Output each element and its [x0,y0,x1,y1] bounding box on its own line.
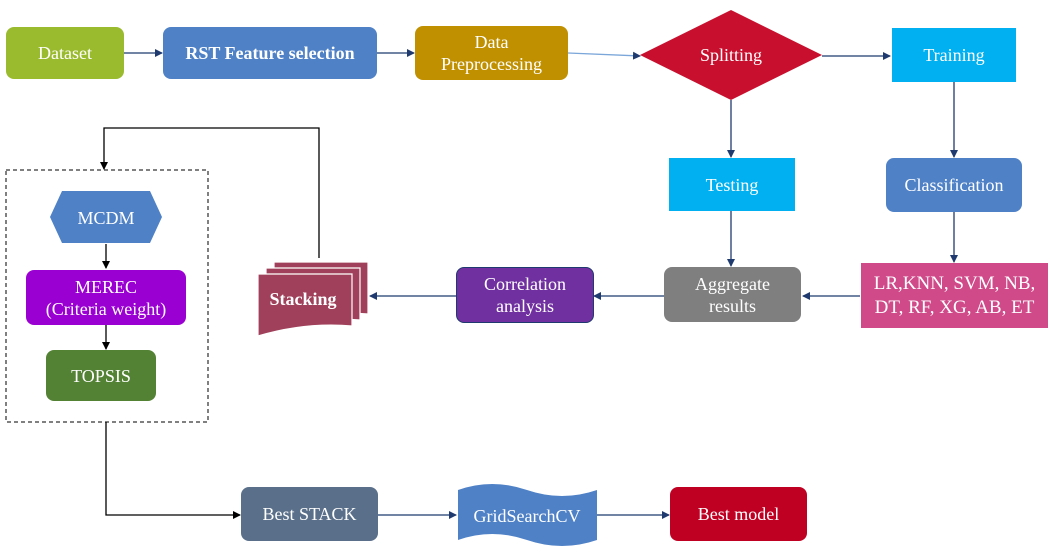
arrow-stacking-to-mcdm-box [100,127,320,258]
best-stack-label: Best STACK [262,504,357,524]
merec-node: MEREC (Criteria weight) [26,270,186,325]
aggregate-results-node: Aggregate results [664,267,801,322]
rst-feature-selection-node: RST Feature selection [163,27,377,79]
training-node: Training [892,28,1016,82]
best-model-node: Best model [670,487,807,541]
mcdm-group-box [5,169,209,423]
data-preprocessing-node: Data Preprocessing [415,26,568,80]
classifiers-node: LR,KNN, SVM, NB, DT, RF, XG, AB, ET [861,263,1048,328]
aggregate-results-label-line2: results [709,295,756,316]
aggregate-results-label-line1: Aggregate [695,273,770,294]
correlation-analysis-node: Correlation analysis [456,267,594,323]
rst-feature-selection-label: RST Feature selection [185,43,355,63]
topsis-node: TOPSIS [46,350,156,401]
classification-label: Classification [904,175,1004,195]
arrow-mcdm-box-to-best-stack [105,422,241,519]
mcdm-hexagon-shape [50,191,162,243]
classifiers-label-line1: LR,KNN, SVM, NB, [873,272,1036,294]
classification-node: Classification [886,158,1022,212]
correlation-analysis-label-line1: Correlation [484,274,566,294]
data-preprocessing-label-line1: Data [474,32,509,52]
gridsearch-node: GridSearchCV [458,484,597,546]
topsis-label: TOPSIS [71,365,131,386]
data-preprocessing-label-line2: Preprocessing [441,54,542,74]
splitting-label: Splitting [700,45,762,65]
merec-label-line1: MEREC [74,276,137,297]
mcdm-node: MCDM [50,191,162,243]
splitting-diamond-shape [640,10,822,100]
dataset-node: Dataset [6,27,124,79]
training-label: Training [923,45,985,65]
gridsearch-label: GridSearchCV [474,506,581,526]
stacking-node: Stacking [257,261,369,337]
classifiers-label-line2: DT, RF, XG, AB, ET [874,296,1035,318]
arrow-preprocessing-to-splitting [567,51,641,60]
merec-label-line2: (Criteria weight) [45,298,167,319]
dataset-label: Dataset [38,43,92,63]
stacking-doc-front [257,273,353,337]
mcdm-label: MCDM [77,208,134,228]
splitting-node: Splitting [640,10,822,100]
connectors [100,49,958,519]
correlation-analysis-label-line2: analysis [496,296,554,316]
stacking-label: Stacking [269,289,336,309]
best-stack-node: Best STACK [241,487,378,541]
testing-node: Testing [669,158,795,211]
gridsearch-tape-shape [458,484,597,546]
testing-label: Testing [705,174,759,195]
best-model-label: Best model [697,504,780,524]
